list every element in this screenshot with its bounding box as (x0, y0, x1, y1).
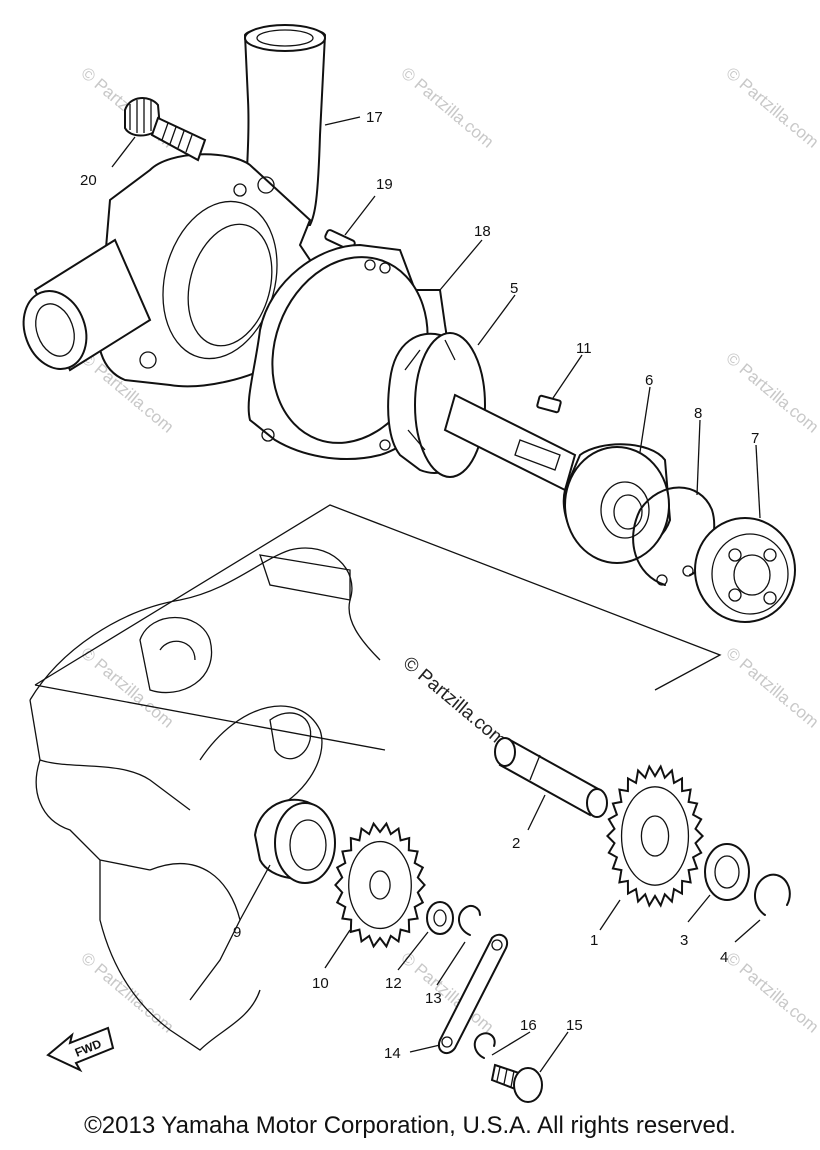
callout-label: 11 (576, 340, 592, 357)
key-11 (536, 394, 562, 414)
watermark: © Partzilla.com (722, 644, 820, 732)
callout-label: 2 (512, 835, 520, 852)
callout-label: 1 (590, 932, 598, 949)
callout-label: 14 (384, 1045, 401, 1062)
bolt-20 (124, 97, 207, 162)
gear-10-web (348, 840, 412, 930)
watermark: © Partzilla.com (722, 64, 820, 152)
watermark: © Partzilla.com (77, 644, 177, 732)
callout-label: 7 (751, 430, 759, 447)
callout-label: 10 (312, 975, 329, 992)
watermark: © Partzilla.com (397, 64, 497, 152)
oil-seal-6 (562, 443, 672, 564)
clip-16 (473, 1032, 496, 1059)
callout-label: 17 (366, 109, 383, 126)
impeller-shaft-5 (387, 332, 577, 492)
callout-label: 19 (376, 176, 393, 193)
washer-12 (426, 901, 454, 935)
pump-cover (22, 24, 327, 388)
clip-13 (458, 905, 481, 936)
plate-14 (437, 933, 509, 1055)
callout-label: 18 (474, 223, 491, 240)
copyright-notice: ©2013 Yamaha Motor Corporation, U.S.A. A… (84, 1112, 736, 1139)
screw-15 (490, 1063, 543, 1103)
callout-labels: 1 2 3 4 5 6 7 8 9 10 11 12 13 14 15 16 1… (80, 109, 759, 1062)
leader-lines (111, 116, 761, 1073)
callout-label: 5 (510, 280, 518, 297)
callout-label: 6 (645, 372, 653, 389)
callout-label: 15 (566, 1017, 583, 1034)
callout-label: 12 (385, 975, 402, 992)
bearing-7 (694, 517, 796, 623)
callout-label: 20 (80, 172, 97, 189)
fwd-arrow-icon: FWD (46, 1026, 115, 1073)
crankcase-outline (29, 504, 722, 1051)
callout-label: 3 (680, 932, 688, 949)
callout-label: 8 (694, 405, 702, 422)
callout-label: 13 (425, 990, 442, 1007)
needle-bearing-9 (253, 798, 336, 884)
gear-10-hub (369, 870, 391, 900)
shaft-2 (494, 737, 608, 818)
watermark-center: © Partzilla.com (399, 653, 511, 751)
gear-1-web (620, 786, 690, 886)
washer-3 (704, 843, 750, 901)
callout-label: 9 (233, 924, 241, 941)
circlip-4 (754, 873, 791, 916)
watermark: © Partzilla.com (722, 949, 820, 1037)
watermark: © Partzilla.com (722, 349, 820, 437)
gear-1-hub (640, 815, 670, 857)
callout-label: 4 (720, 949, 728, 966)
callout-label: 16 (520, 1017, 537, 1034)
gears (334, 764, 705, 949)
